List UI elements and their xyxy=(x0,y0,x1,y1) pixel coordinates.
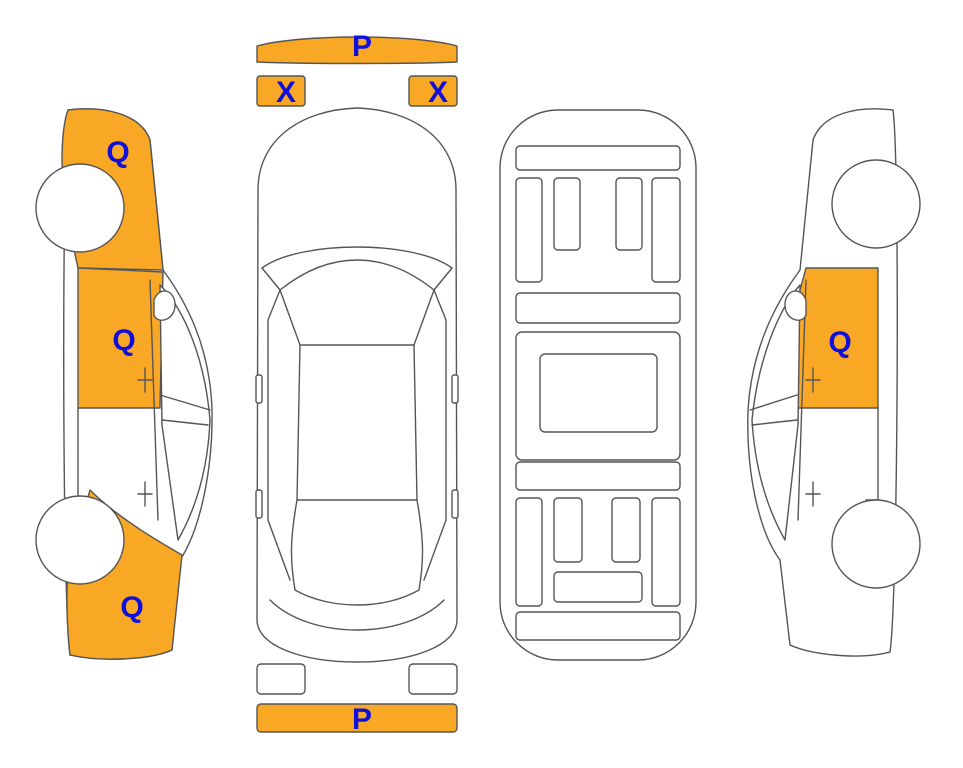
marker-right-headlight: X xyxy=(428,76,448,109)
marker-left-front-fender: Q xyxy=(106,136,129,169)
underbody-view xyxy=(499,109,697,661)
right-front-wheel xyxy=(831,159,921,249)
marker-rear-bumper: P xyxy=(352,703,372,736)
left-side-glass xyxy=(159,284,211,541)
marker-left-front-door: Q xyxy=(112,324,135,357)
front-bumper-panel[interactable] xyxy=(256,36,458,65)
left-front-door-panel[interactable] xyxy=(77,267,164,409)
rear-bumper-panel[interactable] xyxy=(256,703,458,733)
left-taillight xyxy=(256,663,306,695)
right-headlight-panel[interactable] xyxy=(408,75,458,107)
left-rear-wheel xyxy=(35,495,125,585)
left-side-view xyxy=(35,108,213,660)
right-mirror xyxy=(784,290,807,321)
top-view-body xyxy=(256,107,458,663)
right-rear-wheel xyxy=(831,499,921,589)
right-taillight xyxy=(408,663,458,695)
left-front-wheel xyxy=(35,163,125,253)
marker-right-front-door: Q xyxy=(828,326,851,359)
left-headlight-panel[interactable] xyxy=(256,75,306,107)
right-side-glass xyxy=(751,284,801,541)
right-front-door-panel[interactable] xyxy=(796,267,879,409)
marker-left-headlight: X xyxy=(276,76,296,109)
marker-left-rear-quarter: Q xyxy=(120,591,143,624)
right-side-view xyxy=(747,108,921,657)
marker-front-bumper: P xyxy=(352,30,372,63)
damage-markers: P X X P Q Q Q Q xyxy=(106,30,851,736)
left-mirror xyxy=(153,290,176,321)
top-view xyxy=(255,36,459,733)
